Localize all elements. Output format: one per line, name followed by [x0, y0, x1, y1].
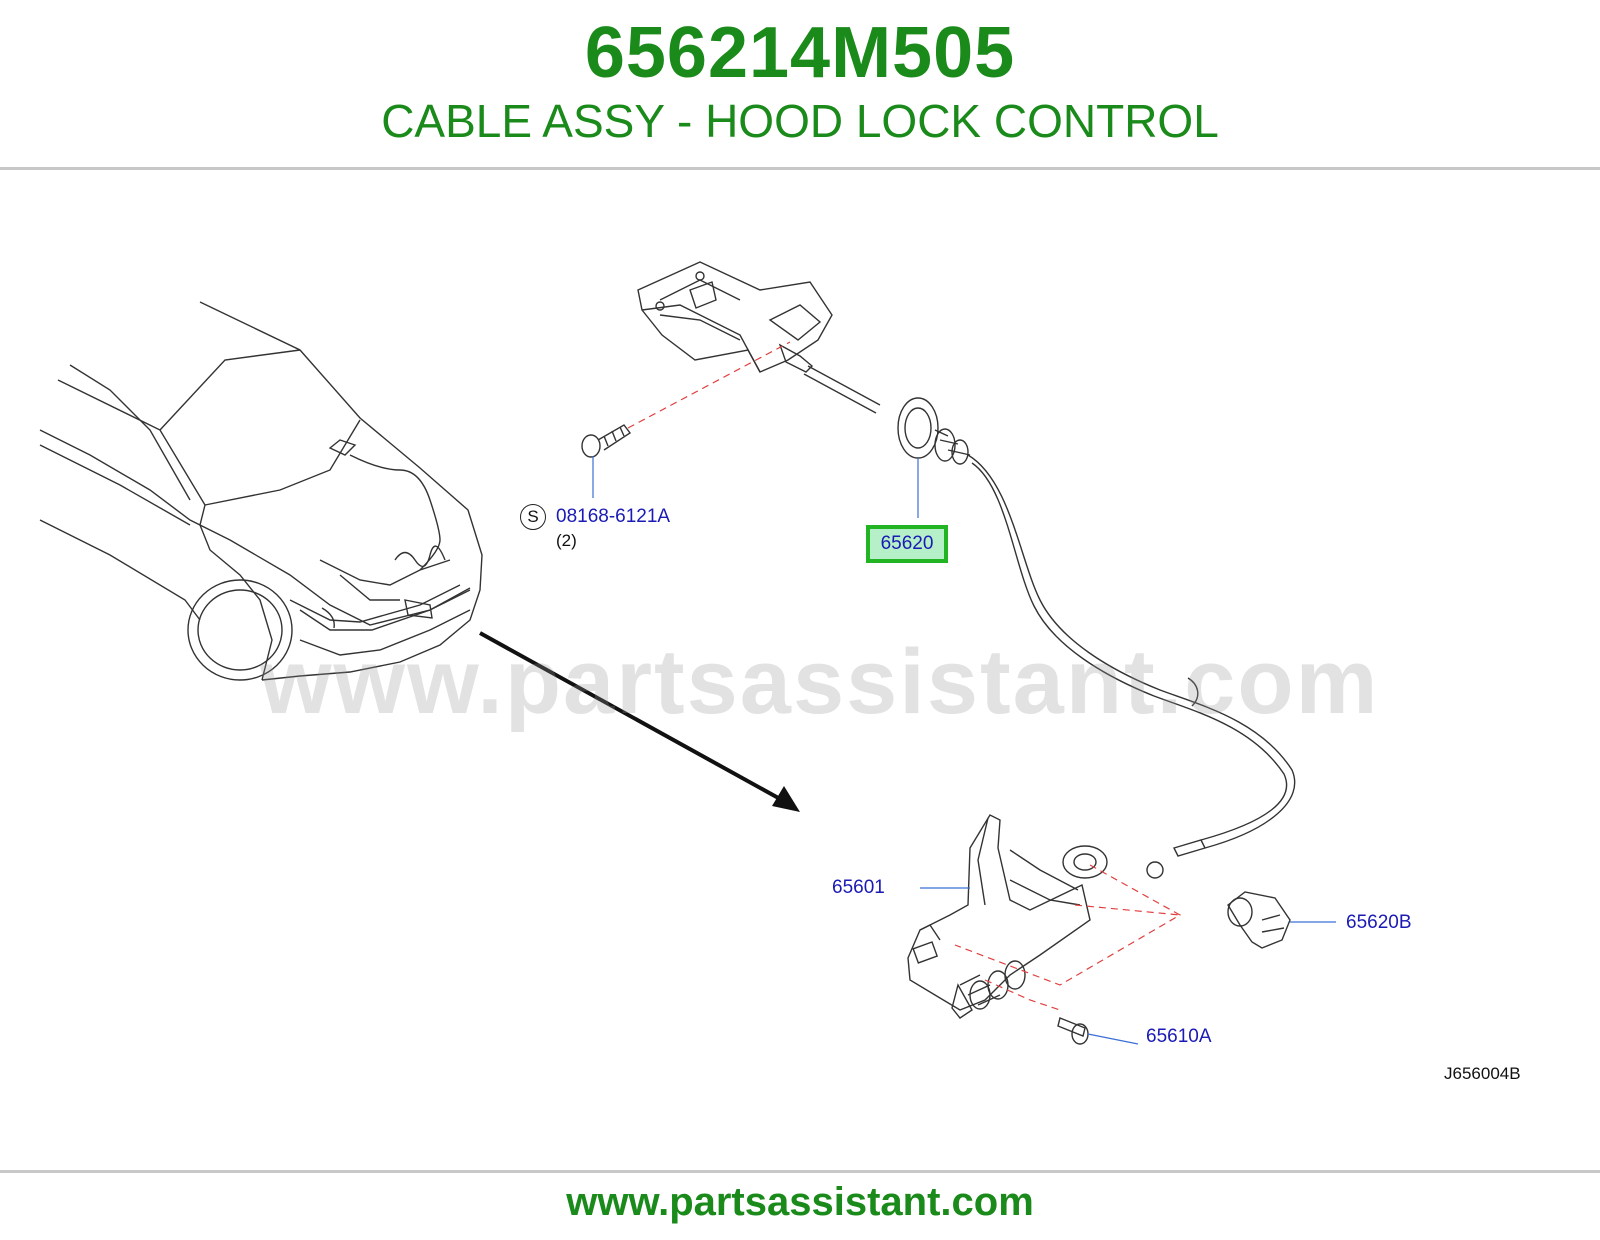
callout-clip[interactable]: 65620B: [1346, 912, 1412, 933]
highlighted-part-box[interactable]: 65620: [866, 525, 948, 563]
footer-divider: [0, 1170, 1600, 1173]
hood-release-handle: [637, 261, 833, 373]
callout-bolt[interactable]: 08168-6121A: [556, 506, 671, 527]
hood-lock-guide-lines: [954, 864, 1182, 1011]
callout-hood-lock[interactable]: 65601: [832, 877, 885, 898]
bolt-quantity: (2): [556, 531, 577, 550]
part-number-title: 656214M505: [584, 13, 1016, 93]
direction-arrow: [479, 631, 800, 812]
vehicle-illustration: [39, 301, 483, 681]
part-description: CABLE ASSY - HOOD LOCK CONTROL: [381, 95, 1219, 147]
hood-lock-assembly: [907, 814, 1108, 1019]
cable-clip: [1227, 891, 1291, 949]
hood-lock-cable: [803, 365, 1296, 879]
exploded-parts-diagram: [39, 261, 1336, 1045]
callout-cable-assy[interactable]: 65620: [880, 533, 934, 554]
standard-part-badge: S: [520, 504, 546, 530]
footer-website-link[interactable]: www.partsassistant.com: [566, 1180, 1034, 1224]
page-header: 656214M505 CABLE ASSY - HOOD LOCK CONTRO…: [0, 0, 1600, 168]
diagram-reference-code: J656004B: [1444, 1064, 1521, 1083]
bolt-guide-line: [627, 341, 791, 429]
watermark-text: www.partsassistant.com: [260, 631, 1380, 733]
bolt-part: [581, 424, 632, 458]
lock-bolt-part: [1057, 1017, 1089, 1045]
callout-lock-bolt[interactable]: 65610A: [1146, 1026, 1212, 1047]
lock-bolt-leader-line: [1087, 1033, 1139, 1045]
header-divider: [0, 167, 1600, 170]
